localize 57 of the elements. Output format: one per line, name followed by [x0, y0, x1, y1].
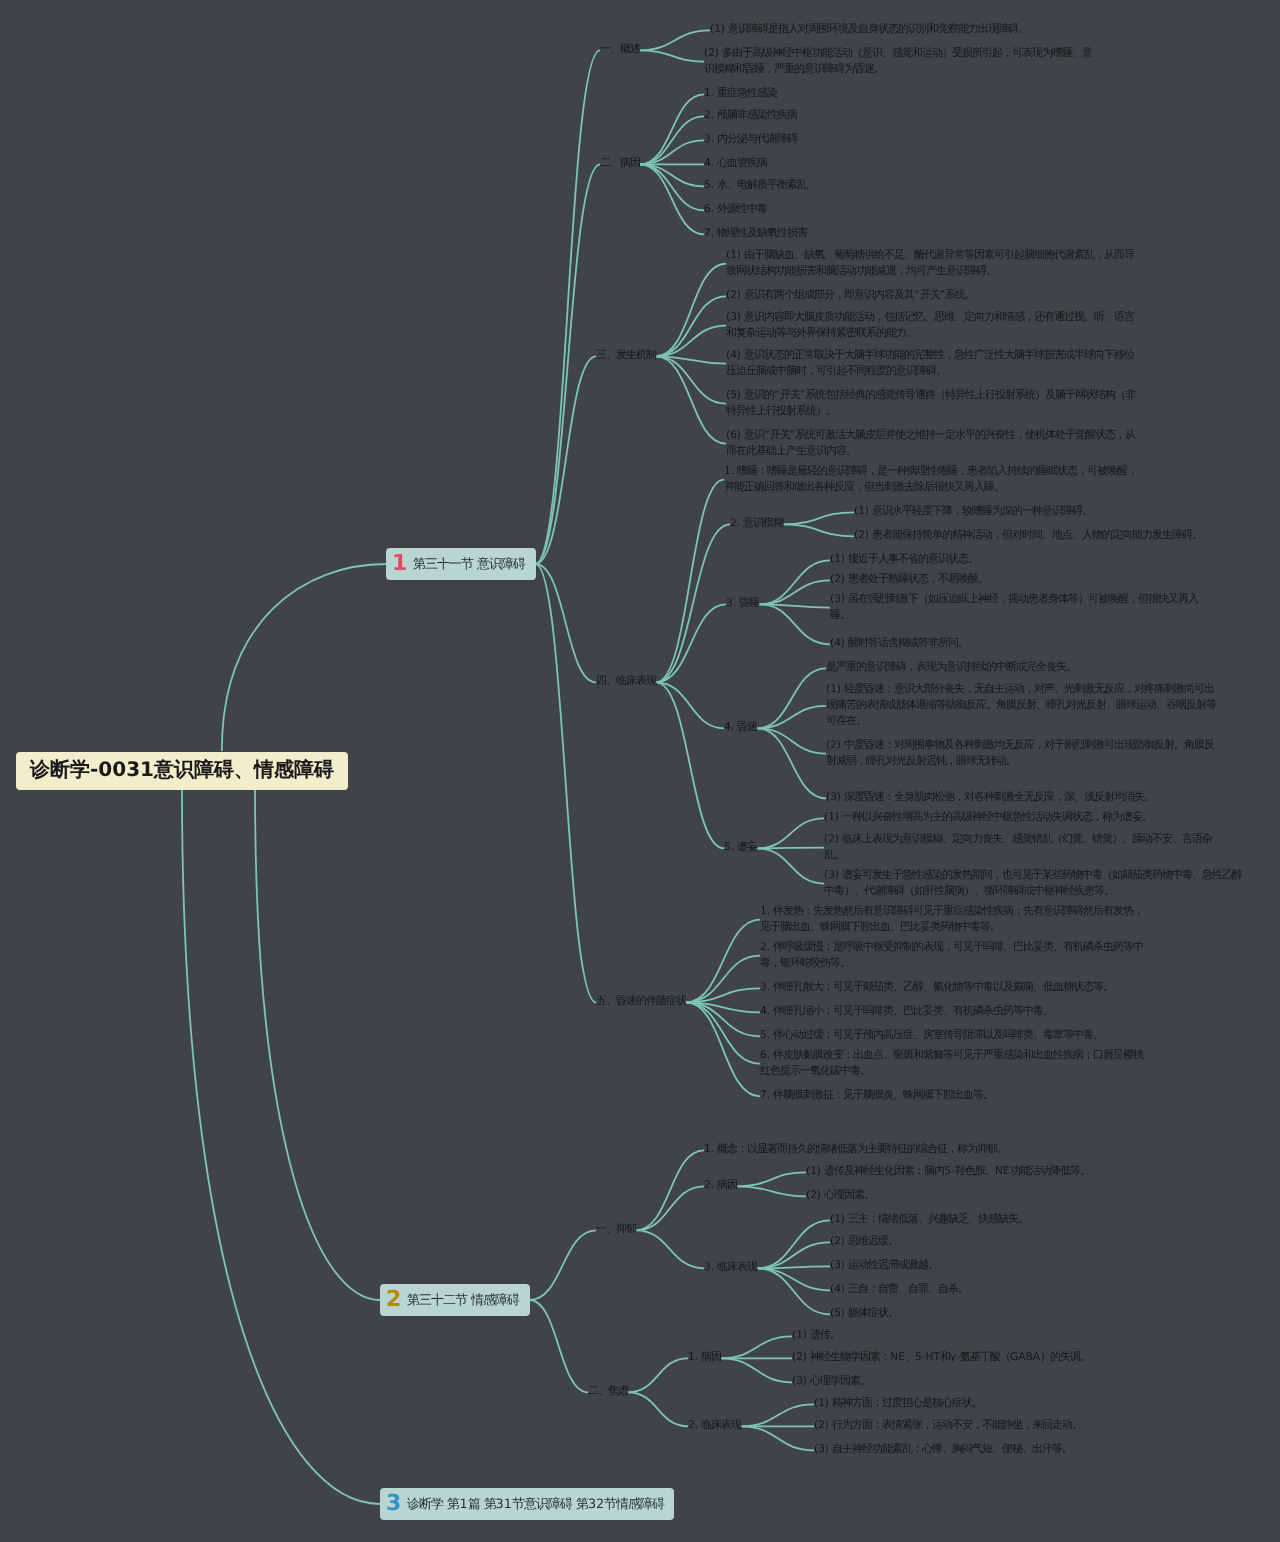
- branch-line: [655, 523, 731, 684]
- branch-line: [685, 1001, 761, 1098]
- branch-line: [181, 788, 381, 1505]
- root-topic-box: 诊断学-0031意识障碍、情感障碍: [16, 751, 348, 789]
- branch-line: [756, 846, 825, 850]
- branch-line: [534, 563, 597, 1004]
- branch-line: [639, 93, 705, 166]
- branch-line: [534, 355, 597, 565]
- branch-line: [655, 355, 727, 445]
- branch-line: [756, 1267, 831, 1316]
- branch-line: [220, 563, 387, 752]
- branch-line: [627, 1391, 689, 1428]
- branch-line: [655, 262, 727, 358]
- branch-line: [736, 1185, 807, 1198]
- branch-line: [639, 49, 705, 63]
- branch-line: [756, 1265, 831, 1270]
- branch-line: [639, 163, 705, 166]
- branch-line: [782, 523, 855, 538]
- branch-line: [534, 49, 601, 565]
- branch-line: [756, 727, 827, 800]
- branch-line: [639, 163, 705, 236]
- branch-line: [655, 324, 727, 358]
- branch-line: [655, 681, 725, 850]
- branch-line: [655, 681, 725, 730]
- branch-line: [639, 29, 711, 52]
- branch-line: [758, 603, 831, 646]
- branch-line: [528, 1229, 597, 1301]
- branch-line: [685, 1001, 761, 1038]
- branch-line: [254, 788, 381, 1301]
- branch-line: [655, 355, 727, 365]
- branch-line: [720, 1357, 793, 1384]
- branch-line: [758, 603, 831, 609]
- branch-line: [740, 1425, 815, 1452]
- section-number: 3: [386, 1490, 402, 1518]
- section-box: [386, 548, 536, 580]
- branch-line: [627, 1357, 689, 1394]
- branch-line: [756, 705, 827, 730]
- branch-line: [655, 478, 725, 684]
- section-number: 2: [386, 1286, 402, 1314]
- branch-line: [756, 1267, 831, 1292]
- section-number: 1: [392, 550, 408, 578]
- branch-line: [782, 511, 855, 526]
- branch-line: [720, 1357, 793, 1360]
- branch-line: [534, 163, 601, 565]
- branch-line: [655, 603, 727, 684]
- branch-line: [635, 1229, 705, 1270]
- branch-line: [756, 727, 827, 755]
- section-box: [380, 1284, 530, 1316]
- branch-line: [534, 563, 597, 684]
- branch-line: [685, 1001, 761, 1014]
- branch-line: [740, 1425, 815, 1428]
- branch-line: [639, 163, 705, 188]
- branch-line: [528, 1299, 589, 1394]
- branch-line: [635, 1185, 705, 1232]
- branch-line: [736, 1171, 807, 1188]
- section-box: [380, 1488, 675, 1520]
- branch-line: [756, 847, 825, 885]
